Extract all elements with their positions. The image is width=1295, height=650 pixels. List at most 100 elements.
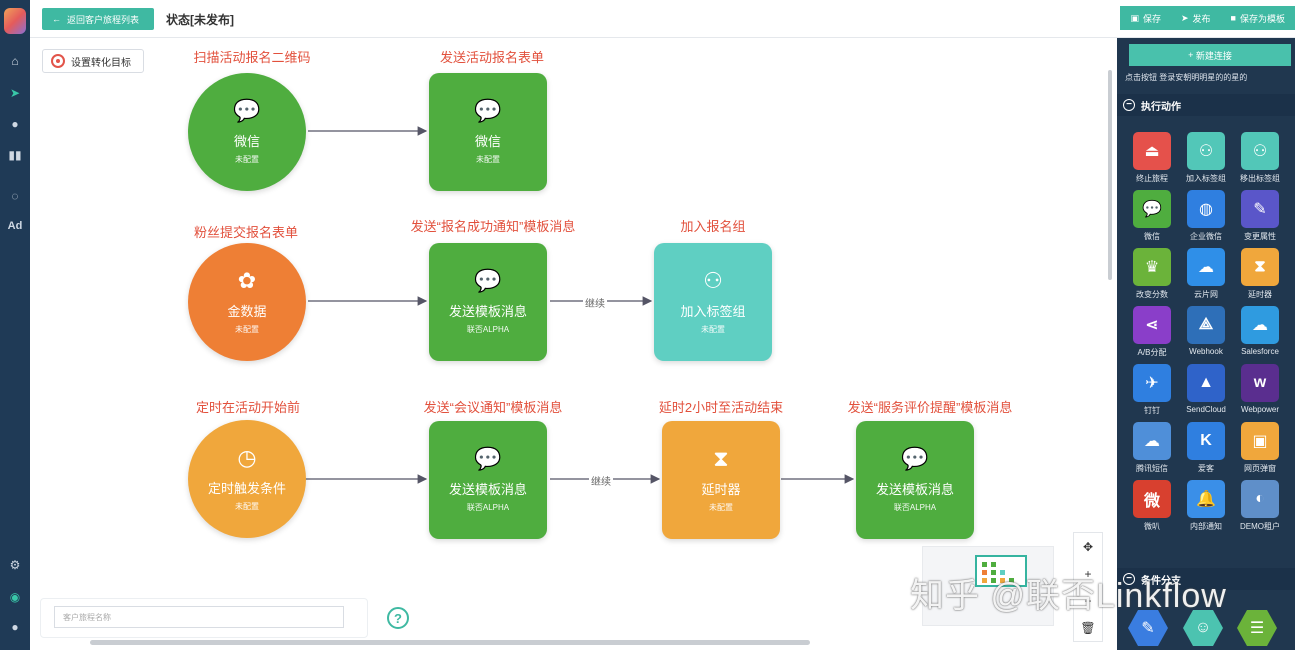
home-icon[interactable]: ⌂: [11, 54, 19, 68]
zoom-in-icon[interactable]: +: [1084, 566, 1092, 581]
wework-icon: ◍: [1187, 190, 1225, 228]
collapse-icon: −: [1123, 99, 1135, 111]
action-item[interactable]: 微微叭: [1125, 480, 1179, 532]
action-item[interactable]: ▣网页弹窗: [1233, 422, 1287, 474]
action-label: Salesforce: [1241, 347, 1279, 356]
action-label: 云片网: [1194, 290, 1218, 299]
action-label: SendCloud: [1186, 405, 1226, 414]
save-as-template-button[interactable]: ■保存为模板: [1230, 13, 1285, 24]
action-label: 网页弹窗: [1244, 464, 1276, 473]
journey-canvas[interactable]: 设置转化目标 继续 继续 扫描活动报名二维码 💬 微信 未配置 发送活动报名表单: [30, 38, 1117, 650]
webpower-icon: w: [1241, 364, 1279, 402]
top-actions: ▣保存 ➤发布 ■保存为模板: [1120, 6, 1295, 30]
settings-icon[interactable]: ⚙: [9, 558, 21, 572]
new-connection-button[interactable]: + 新建连接: [1129, 44, 1291, 66]
node-delay[interactable]: ⧗ 延时器 未配置: [662, 421, 780, 539]
app-logo[interactable]: [4, 8, 26, 34]
node-template-message[interactable]: 💬 发送模板消息 联否ALPHA: [856, 421, 974, 539]
bar-chart-icon[interactable]: ▮▮: [8, 148, 22, 162]
back-label: 返回客户旅程列表: [67, 14, 140, 25]
send-icon[interactable]: ➤: [9, 86, 21, 100]
template-icon: ■: [1230, 13, 1236, 23]
action-item[interactable]: ◐DEMO租户: [1233, 480, 1287, 532]
wechat-icon: 💬: [474, 446, 502, 471]
clock-icon: ◷: [237, 445, 257, 470]
node-timer-trigger[interactable]: ◷ 定时触发条件 未配置: [188, 420, 306, 538]
set-conversion-goal-button[interactable]: 设置转化目标: [42, 49, 144, 73]
ab-split-icon: ⋖: [1133, 306, 1171, 344]
action-item[interactable]: ⋖A/B分配: [1125, 306, 1179, 358]
wechat-icon: 💬: [901, 446, 929, 471]
action-label: 加入标签组: [1186, 174, 1226, 183]
node-title: 加入报名组: [680, 219, 746, 234]
action-item[interactable]: ◍企业微信: [1179, 190, 1233, 242]
node-wechat-scan[interactable]: 💬 微信 未配置: [188, 73, 306, 191]
node-add-tag-group[interactable]: ⚇ 加入标签组 未配置: [654, 243, 772, 361]
node-title: 发送“服务评价提醒”模板消息: [847, 400, 1013, 415]
trophy-icon: ♛: [1133, 248, 1171, 286]
action-item[interactable]: ☁腾讯短信: [1125, 422, 1179, 474]
horizontal-scrollbar[interactable]: [90, 640, 810, 645]
save-button[interactable]: ▣保存: [1130, 12, 1161, 24]
action-label: 爱客: [1198, 464, 1214, 473]
trash-icon[interactable]: 🗑: [1080, 620, 1096, 635]
action-label: Webhook: [1189, 347, 1223, 356]
action-item[interactable]: ▲SendCloud: [1179, 364, 1233, 416]
arrow-left-icon: ←: [52, 14, 61, 24]
trigger-row: 点击按钮 登录安朝明明星的的星的: [1125, 73, 1248, 82]
action-label: 移出标签组: [1240, 174, 1280, 183]
message-icon[interactable]: ◉: [9, 590, 21, 604]
back-to-list-button[interactable]: ← 返回客户旅程列表: [42, 8, 154, 30]
chat-icon[interactable]: ◌: [11, 189, 19, 203]
node-template-message[interactable]: 💬 发送模板消息 联否ALPHA: [429, 243, 547, 361]
action-label: 终止旅程: [1136, 174, 1168, 183]
minimap[interactable]: [922, 546, 1054, 626]
section-conditions-header[interactable]: − 条件分支: [1117, 568, 1295, 590]
publish-button[interactable]: ➤发布: [1180, 12, 1211, 24]
action-item[interactable]: ⚇加入标签组: [1179, 132, 1233, 184]
action-item[interactable]: ⚇移出标签组: [1233, 132, 1287, 184]
help-icon[interactable]: ?: [387, 607, 409, 629]
zoom-controls: ✥ + − 🗑: [1073, 532, 1103, 642]
journey-name-panel: [40, 598, 368, 638]
stop-icon: ⏏: [1133, 132, 1171, 170]
journey-name-input[interactable]: 客户旅程名称: [54, 606, 344, 628]
node-jinshuju[interactable]: ✿ 金数据 未配置: [188, 243, 306, 361]
ad-icon[interactable]: Ad: [7, 220, 23, 232]
node-title: 发送“会议通知”模板消息: [423, 400, 563, 415]
action-item[interactable]: ⏏ 终止旅程: [1125, 132, 1179, 184]
zoom-out-icon[interactable]: −: [1084, 593, 1092, 608]
journey-status: 状态[未发布]: [166, 13, 234, 27]
action-item[interactable]: 💬微信: [1125, 190, 1179, 242]
wechat-icon: 💬: [474, 98, 502, 123]
user-icon[interactable]: ●: [11, 117, 19, 131]
canvas-vertical-scrollbar[interactable]: [1108, 70, 1112, 280]
action-item[interactable]: ♛改变分数: [1125, 248, 1179, 300]
action-item[interactable]: ⧗延时器: [1233, 248, 1287, 300]
action-item[interactable]: 🔔内部通知: [1179, 480, 1233, 532]
node-wechat-form[interactable]: 💬 微信 未配置: [429, 73, 547, 191]
wechat-icon: 💬: [233, 98, 261, 123]
list-icon[interactable]: ☰: [1237, 610, 1277, 646]
action-item[interactable]: ☁ 云片网: [1179, 248, 1233, 300]
fit-view-icon[interactable]: ✥: [1082, 539, 1094, 554]
avatar-icon[interactable]: ●: [11, 620, 19, 634]
action-item[interactable]: ⟁Webhook: [1179, 306, 1233, 358]
action-item[interactable]: ✈钉钉: [1125, 364, 1179, 416]
top-bar: ← 返回客户旅程列表 状态[未发布] ▣保存 ➤发布 ■保存为模板: [30, 0, 1295, 38]
node-title: 粉丝提交报名表单: [193, 225, 298, 240]
bell-icon: 🔔: [1187, 480, 1225, 518]
section-actions-header[interactable]: − 执行动作: [1117, 94, 1295, 116]
cloud-icon: ☁: [1187, 248, 1225, 286]
action-label: Webpower: [1240, 405, 1280, 414]
action-item[interactable]: ✎变更属性: [1233, 190, 1287, 242]
action-label: 延时器: [1248, 290, 1272, 299]
node-template-message[interactable]: 💬 发送模板消息 联否ALPHA: [429, 421, 547, 539]
node-title: 发送“报名成功通知”模板消息: [410, 219, 576, 234]
action-item[interactable]: ☁Salesforce: [1233, 306, 1287, 358]
action-label: DEMO租户: [1240, 522, 1280, 531]
minimap-viewport[interactable]: [975, 555, 1027, 587]
